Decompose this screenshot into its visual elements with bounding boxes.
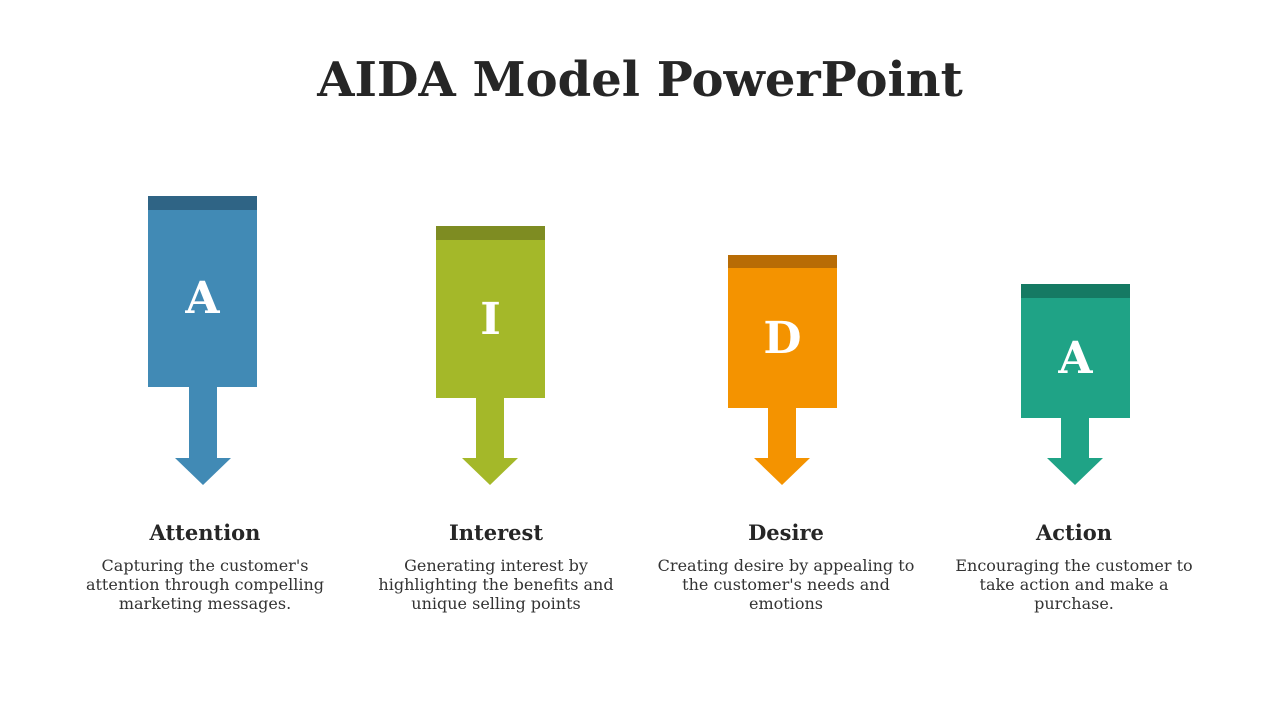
stage-label-interest: Interest [448, 520, 544, 545]
arrow-down-icon [462, 458, 518, 485]
arrow-down-icon [175, 458, 231, 485]
page-title: AIDA Model PowerPoint [317, 52, 963, 108]
stage-label-attention: Attention [149, 520, 261, 545]
stage-label-action: Action [1035, 520, 1113, 545]
stage-description-action: Encouraging the customer to take action … [955, 556, 1193, 613]
stage-description-attention: Capturing the customer's attention throu… [85, 556, 325, 613]
arrow-stem [1061, 418, 1089, 458]
arrow-stem [189, 387, 217, 458]
stage-letter: D [763, 312, 802, 364]
arrow-stem [476, 398, 504, 458]
stage-banner: I [436, 240, 545, 398]
stage-letter: I [480, 293, 501, 345]
stage-banner: D [728, 268, 837, 408]
stage-letter: A [1058, 332, 1093, 384]
stage-banner: A [148, 210, 257, 387]
stage-cap [148, 196, 257, 210]
stage-cap [436, 226, 545, 240]
arrow-stem [768, 408, 796, 458]
stage-banner: A [1021, 298, 1130, 418]
arrow-down-icon [1047, 458, 1103, 485]
arrow-down-icon [754, 458, 810, 485]
stage-description-interest: Generating interest by highlighting the … [378, 556, 614, 613]
stage-cap [1021, 284, 1130, 298]
stage-label-desire: Desire [748, 520, 824, 545]
stage-letter: A [185, 273, 220, 324]
stage-description-desire: Creating desire by appealing to the cust… [657, 556, 915, 613]
stage-cap [728, 255, 837, 269]
